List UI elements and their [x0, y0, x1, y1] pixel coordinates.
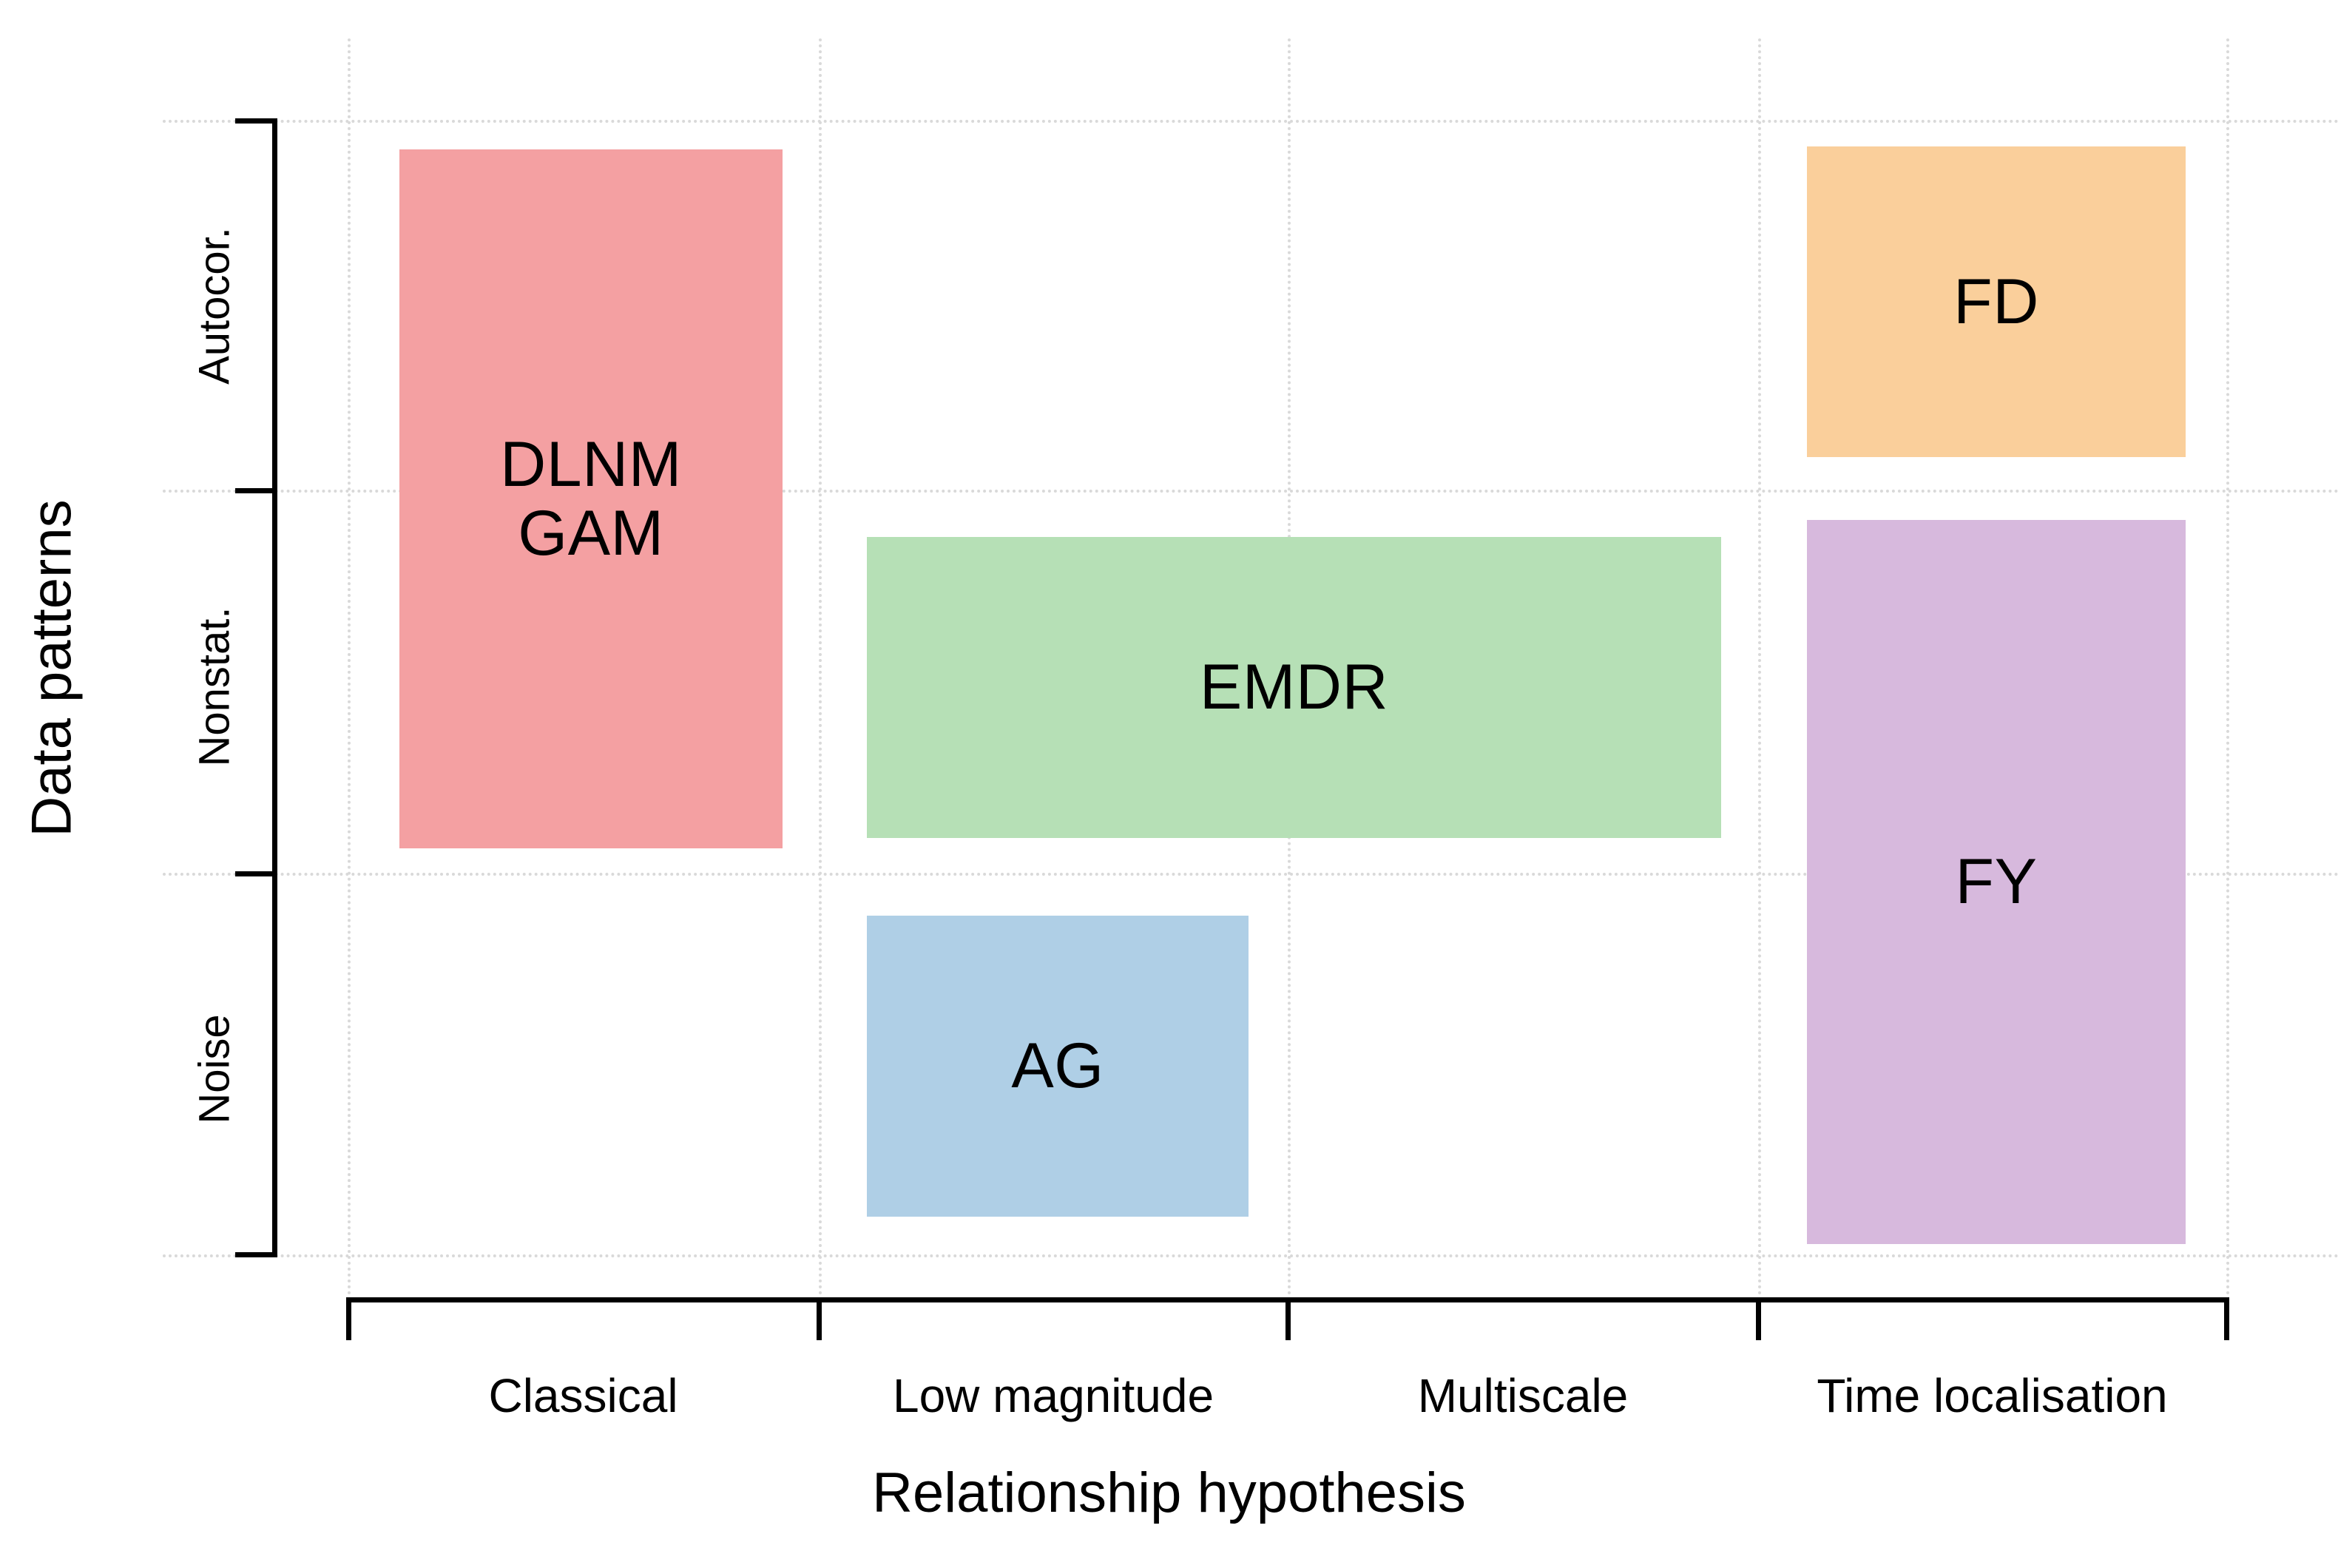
y-axis-title: Data patterns [20, 499, 84, 837]
gridline-horizontal-top [163, 120, 2338, 123]
y-axis-cap-top [235, 118, 277, 124]
plot-area: DLNM GAM EMDR AG FD FY [163, 38, 2338, 1296]
x-tick-label-multiscale: Multiscale [1417, 1369, 1629, 1422]
y-tick-label-autocor: Autocor. [190, 227, 239, 385]
gridline-horizontal-mid2 [163, 873, 2338, 876]
x-tick-label-time-localisation: Time localisation [1817, 1369, 2168, 1422]
gridline-horizontal-bottom [163, 1254, 2338, 1257]
block-fd[interactable]: FD [1807, 146, 2186, 457]
y-axis-line [272, 118, 277, 1257]
block-label-fy: FY [1955, 846, 2038, 918]
y-axis-cap-bottom [235, 1252, 277, 1257]
y-axis-tick-nonstat-noise [235, 871, 277, 876]
block-label-dlnm-gam: DLNM GAM [500, 428, 682, 569]
block-label-emdr: EMDR [1199, 652, 1389, 723]
x-axis-tick-0 [346, 1297, 351, 1340]
x-axis-tick-4 [2224, 1297, 2229, 1340]
block-fy[interactable]: FY [1807, 520, 2186, 1244]
x-tick-label-low-magnitude: Low magnitude [892, 1369, 1214, 1422]
x-axis-title: Relationship hypothesis [872, 1461, 1466, 1524]
y-axis-tick-autocor-nonstat [235, 488, 277, 493]
gridline-vertical-1 [819, 38, 822, 1296]
block-emdr[interactable]: EMDR [867, 537, 1721, 838]
gridline-vertical-4 [2226, 38, 2229, 1296]
y-tick-label-nonstat: Nonstat. [190, 606, 239, 767]
gridline-vertical-3 [1758, 38, 1761, 1296]
x-tick-label-classical: Classical [488, 1369, 678, 1422]
x-axis-tick-2 [1285, 1297, 1291, 1340]
block-dlnm-gam[interactable]: DLNM GAM [399, 149, 783, 848]
gridline-vertical-0 [348, 38, 351, 1296]
block-ag[interactable]: AG [867, 916, 1249, 1217]
gridline-horizontal-mid1 [163, 490, 2338, 493]
block-label-fd: FD [1953, 266, 2039, 337]
y-tick-label-noise: Noise [190, 1014, 239, 1124]
block-label-ag: AG [1011, 1030, 1104, 1102]
x-axis-tick-1 [817, 1297, 822, 1340]
x-axis-tick-3 [1756, 1297, 1761, 1340]
